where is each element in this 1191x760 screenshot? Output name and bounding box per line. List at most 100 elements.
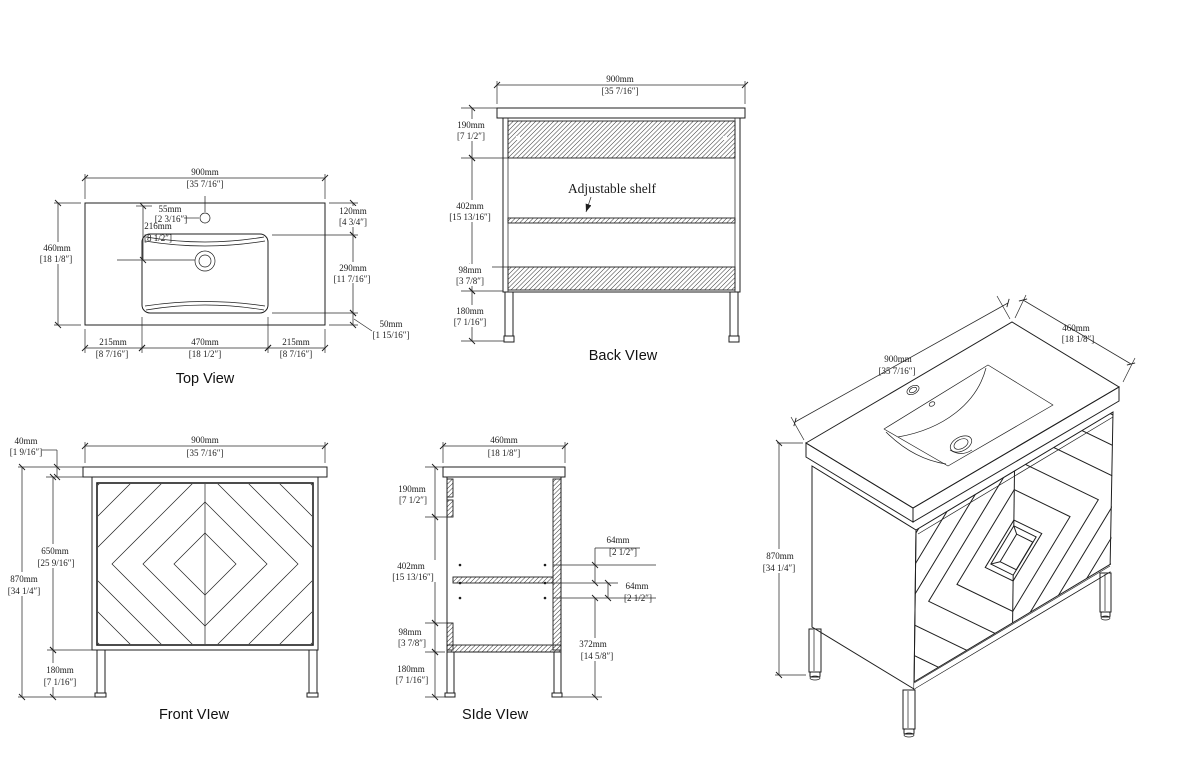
- dim-front-cabinet-height-mm: 650mm: [41, 546, 69, 556]
- dim-back-leg-mm: 180mm: [456, 306, 484, 316]
- dim-basin-depth-mm: 290mm: [339, 263, 367, 273]
- back-carcass: [502, 117, 741, 293]
- dim-side-leg-in: [7 1/16″]: [396, 675, 429, 685]
- dim-iso-depth-in: [18 1/8″]: [1062, 334, 1095, 344]
- iso-left-panel: [811, 465, 917, 690]
- dim-side-bottom-rail-mm: 98mm: [398, 627, 421, 637]
- countertop-outline: [84, 202, 326, 326]
- iso-drain: [949, 435, 973, 453]
- dim-shelf-to-floor-mm: 372mm: [579, 639, 607, 649]
- front-view: 900mm [35 7/16″] 40mm [1 9/16″] 870mm [3…: [4, 435, 329, 723]
- dim-back-top-rail-mm: 190mm: [457, 120, 485, 130]
- dim-iso-height-mm: 870mm: [766, 551, 794, 561]
- side-legs: [444, 651, 563, 698]
- dim-side-middle-mm: 402mm: [397, 561, 425, 571]
- dim-side-middle-in: [15 13/16″]: [392, 572, 434, 582]
- side-bottom-hatch: [446, 644, 562, 653]
- back-countertop: [496, 107, 746, 119]
- dim-side-leg-mm: 180mm: [397, 664, 425, 674]
- back-view: 900mm [35 7/16″] 190mm [7 1/2″] 402mm [1…: [447, 74, 749, 364]
- iso-basin: [883, 364, 1054, 467]
- dim-front-width-in: [35 7/16″]: [187, 448, 224, 458]
- back-view-title: Back VIew: [589, 348, 658, 364]
- side-view: 460mm [18 1/8″] 190mm [7 1/2″] 402mm [15…: [388, 435, 656, 723]
- dim-hole-pitch-lower-in: [2 1/2″]: [624, 593, 652, 603]
- front-legs: [94, 649, 319, 698]
- dim-front-total-height-in: [34 1/4″]: [8, 586, 41, 596]
- adjustable-shelf-note: Adjustable shelf: [568, 181, 657, 196]
- back-legs: [503, 291, 740, 343]
- dim-faucet-offset-mm: 55mm: [158, 204, 181, 214]
- front-carcass: [91, 476, 319, 651]
- dim-hole-pitch-upper-mm: 64mm: [606, 535, 629, 545]
- dim-side-bottom-rail-in: [3 7/8″]: [398, 638, 426, 648]
- iso-faucet-hole: [906, 384, 920, 396]
- isometric-view: 900mm [35 7/16″] 460mm [18 1/8″] 870mm […: [756, 266, 1186, 760]
- dim-left-margin-in: [8 7/16″]: [96, 349, 129, 359]
- dim-hole-pitch-lower-mm: 64mm: [625, 581, 648, 591]
- dim-right-margin-in: [8 7/16″]: [280, 349, 313, 359]
- front-doors-frame: [96, 482, 314, 646]
- dim-iso-width-in: [35 7/16″]: [879, 366, 916, 376]
- dim-back-bottom-rail-mm: 98mm: [458, 265, 481, 275]
- dim-front-cabinet-height-in: [25 9/16″]: [38, 558, 75, 568]
- dim-left-margin-mm: 215mm: [99, 337, 127, 347]
- side-countertop: [442, 466, 566, 478]
- dim-back-width-mm: 900mm: [606, 74, 634, 84]
- dim-iso-width-mm: 900mm: [884, 354, 912, 364]
- dim-edge-thickness-in: [1 15/16″]: [373, 330, 410, 340]
- back-top-rail-hatch: [507, 120, 736, 159]
- front-countertop: [82, 466, 328, 478]
- faucet-hole: [199, 212, 211, 224]
- dim-back-leg-in: [7 1/16″]: [454, 317, 487, 327]
- dim-back-gap-mm: 120mm: [339, 206, 367, 216]
- dim-iso-depth-mm: 460mm: [1062, 323, 1090, 333]
- adjustable-shelf-hatch: [507, 217, 736, 224]
- dim-side-depth-mm: 460mm: [490, 435, 518, 445]
- front-door-diamond-pattern: [98, 484, 312, 644]
- dim-front-top-thickness-in: [1 9/16″]: [10, 447, 43, 457]
- dim-back-middle-mm: 402mm: [456, 201, 484, 211]
- side-back-panel-hatch: [552, 478, 562, 651]
- dim-front-total-height-mm: 870mm: [10, 574, 38, 584]
- dim-right-margin-mm: 215mm: [282, 337, 310, 347]
- dim-top-depth-in: [18 1/8″]: [40, 254, 73, 264]
- top-view: 900mm [35 7/16″] 460mm [18 1/8″] 55mm [2…: [36, 167, 410, 387]
- dim-iso-height-in: [34 1/4″]: [763, 563, 796, 573]
- dim-back-width-in: [35 7/16″]: [602, 86, 639, 96]
- dim-front-leg-mm: 180mm: [46, 665, 74, 675]
- top-view-title: Top View: [176, 371, 235, 387]
- dim-hole-pitch-upper-in: [2 1/2″]: [609, 547, 637, 557]
- dim-top-width-in: [35 7/16″]: [187, 179, 224, 189]
- dim-front-top-thickness-mm: 40mm: [14, 436, 37, 446]
- iso-front-face: [913, 411, 1114, 690]
- dim-top-width-mm: 900mm: [191, 167, 219, 177]
- drain-hole: [194, 250, 216, 272]
- dim-basin-depth-in: [11 7/16″]: [334, 274, 371, 284]
- dim-back-bottom-rail-in: [3 7/8″]: [456, 276, 484, 286]
- iso-overflow-hole: [928, 401, 936, 407]
- dim-edge-thickness-mm: 50mm: [379, 319, 402, 329]
- iso-door-diamond-pattern: [842, 266, 1186, 760]
- front-view-title: Front VIew: [159, 707, 230, 723]
- dim-drain-offset-mm: 216mm: [144, 221, 172, 231]
- dim-faucet-offset-in: [2 3/16″]: [155, 214, 188, 224]
- dim-front-leg-in: [7 1/16″]: [44, 677, 77, 687]
- dim-basin-width-mm: 470mm: [191, 337, 219, 347]
- dim-shelf-to-floor-in: [14 5/8″]: [581, 651, 614, 661]
- shelf-pin-holes: [458, 563, 547, 600]
- dim-top-depth-mm: 460mm: [43, 243, 71, 253]
- side-view-title: SIde VIew: [462, 707, 529, 723]
- dim-basin-width-in: [18 1/2″]: [189, 349, 222, 359]
- dim-front-width-mm: 900mm: [191, 435, 219, 445]
- basin: [141, 233, 269, 314]
- dim-side-depth-in: [18 1/8″]: [488, 448, 521, 458]
- dim-back-middle-in: [15 13/16″]: [449, 212, 491, 222]
- dim-back-top-rail-in: [7 1/2″]: [457, 131, 485, 141]
- back-bottom-rail-hatch: [507, 266, 736, 291]
- dim-back-gap-in: [4 3/4″]: [339, 217, 367, 227]
- iso-legs: [808, 572, 1112, 738]
- side-shelf-hatch: [452, 576, 554, 584]
